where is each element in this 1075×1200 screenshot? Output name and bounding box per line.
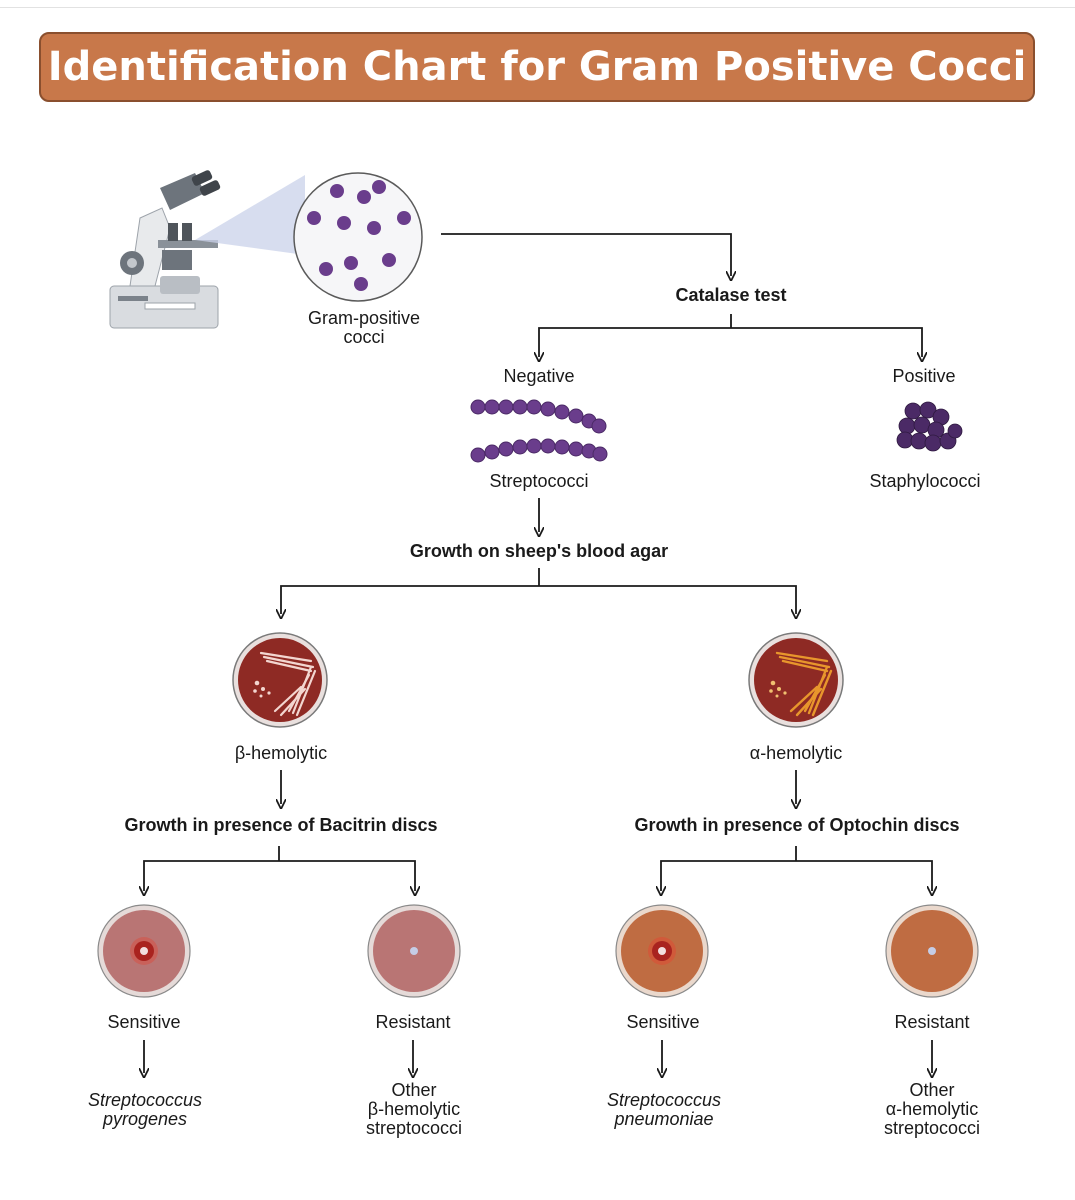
microscope-icon — [109, 170, 221, 329]
optochin-sensitive-label: Sensitive — [626, 1012, 700, 1032]
bacitracin-sensitive-result: Streptococcus pyrogenes — [87, 1090, 203, 1129]
streptococci-label: Streptococci — [489, 471, 589, 491]
magnification-beam — [195, 175, 305, 255]
staphylococci-cluster-icon — [896, 401, 963, 452]
bacitracin-sensitive-plate-icon — [97, 904, 191, 998]
top-divider — [0, 7, 1075, 8]
bacitracin-resistant-plate-icon — [367, 904, 461, 998]
title-banner: Identification Chart for Gram Positive C… — [39, 32, 1035, 102]
magnified-cocci-icon — [293, 172, 423, 302]
bacitracin-sensitive-label: Sensitive — [107, 1012, 181, 1032]
blood-agar-test-label: Growth on sheep's blood agar — [409, 541, 669, 561]
gram-positive-cocci-label: Gram-positive cocci — [307, 308, 421, 347]
optochin-test-label: Growth in presence of Optochin discs — [634, 815, 960, 835]
beta-hemolytic-plate-icon — [232, 632, 328, 728]
catalase-negative-label: Negative — [503, 366, 575, 386]
bacitracin-resistant-result: Other β-hemolytic streptococci — [365, 1080, 463, 1138]
optochin-resistant-plate-icon — [885, 904, 979, 998]
alpha-hemolytic-plate-icon — [748, 632, 844, 728]
alpha-hemolytic-label: α-hemolytic — [749, 743, 843, 763]
bacitracin-resistant-label: Resistant — [375, 1012, 451, 1032]
catalase-test-label: Catalase test — [675, 285, 787, 305]
optochin-resistant-result: Other α-hemolytic streptococci — [883, 1080, 981, 1138]
optochin-resistant-label: Resistant — [894, 1012, 970, 1032]
staphylococci-label: Staphylococci — [869, 471, 981, 491]
streptococci-chain-icon — [470, 399, 608, 463]
beta-hemolytic-label: β-hemolytic — [234, 743, 328, 763]
optochin-sensitive-plate-icon — [615, 904, 709, 998]
page-title: Identification Chart for Gram Positive C… — [47, 44, 1027, 90]
optochin-sensitive-result: Streptococcus pneumoniae — [606, 1090, 722, 1129]
catalase-positive-label: Positive — [892, 366, 956, 386]
bacitracin-test-label: Growth in presence of Bacitrin discs — [124, 815, 438, 835]
